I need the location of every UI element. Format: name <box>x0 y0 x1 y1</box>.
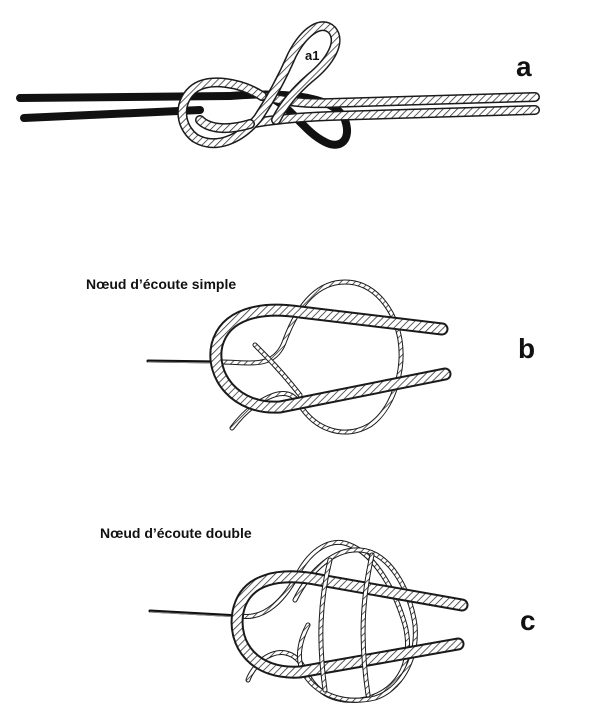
caption-b: Nœud d’écoute simple <box>86 276 236 292</box>
light-rope <box>177 21 540 149</box>
label-a1: a1 <box>305 48 319 63</box>
panel-letter-c: c <box>520 605 536 636</box>
panel-letter-b: b <box>518 333 535 364</box>
caption-c: Nœud d’écoute double <box>100 525 252 541</box>
knot-b <box>146 279 452 435</box>
knot-c <box>148 539 469 703</box>
panel-c: Nœud d’écoute double c <box>100 525 536 703</box>
panel-b: Nœud d’écoute simple b <box>86 276 535 435</box>
panel-letter-a: a <box>516 51 532 82</box>
panel-a: a1 a <box>16 21 540 149</box>
